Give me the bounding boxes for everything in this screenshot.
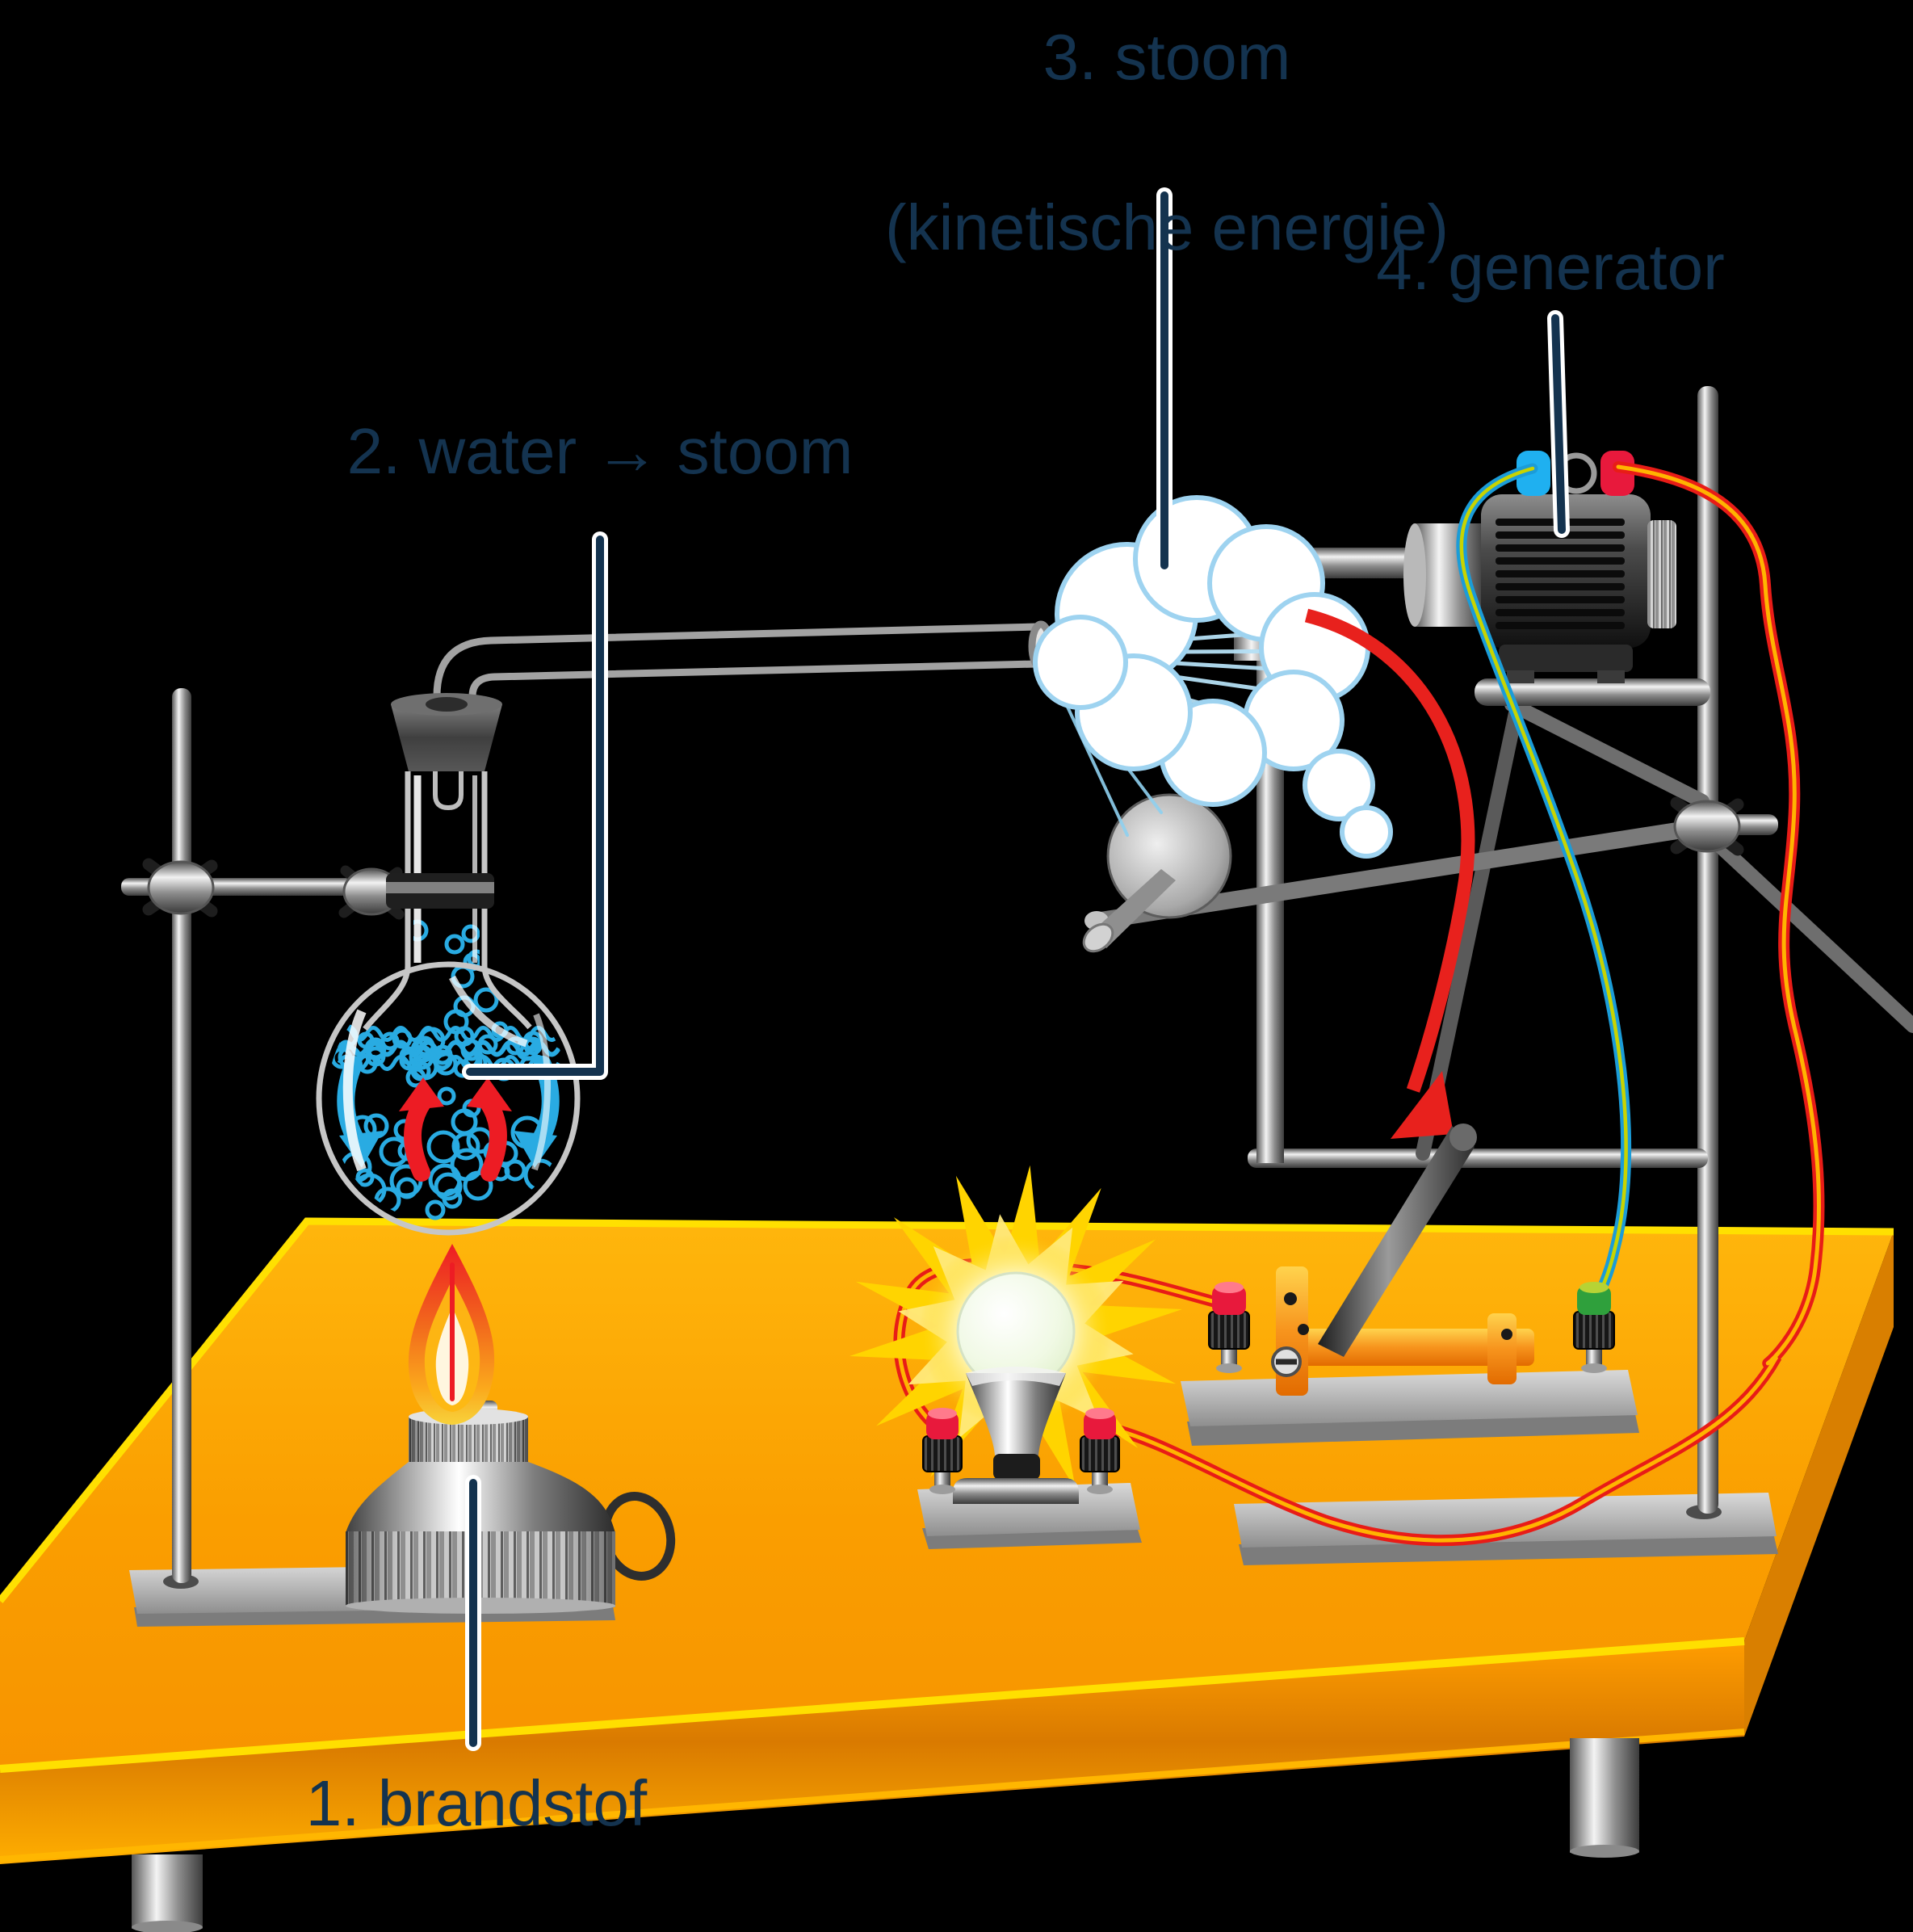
table-leg-left — [132, 1854, 203, 1932]
switch-base-plate — [1181, 1370, 1639, 1446]
inner-glass-tube — [433, 769, 464, 811]
table-right-face — [1744, 1232, 1894, 1737]
label-step4: 4. generator — [1376, 231, 1725, 303]
table-leg-right — [1570, 1738, 1639, 1858]
table-fold-highlight — [0, 1637, 1745, 1773]
turbine-wheel — [897, 584, 1441, 1128]
leader-step2 — [466, 536, 604, 1076]
generator-platform — [1475, 678, 1710, 706]
wire-blue-green — [1456, 463, 1632, 1309]
boss-head-clamp-right — [1670, 796, 1744, 856]
burner-flame — [408, 1244, 495, 1425]
round-bottom-flask — [316, 693, 581, 1236]
switch-post-left — [1208, 1282, 1250, 1373]
flask-glass — [316, 771, 581, 1236]
stand-rod-right — [1697, 386, 1718, 1514]
table-front-bottom-line — [0, 1728, 1745, 1863]
generator-pedestal — [1499, 645, 1633, 672]
lamp-post-right — [1080, 1408, 1120, 1494]
frame-brace-outer — [1705, 831, 1913, 1033]
binding-posts — [922, 1282, 1615, 1494]
frame-bottom-bar — [1248, 1149, 1708, 1168]
table-edge-highlight — [0, 1217, 1894, 1603]
generator — [1403, 451, 1676, 683]
boss-head-clamp — [142, 858, 218, 918]
label-step3-line2: (kinetische energie) — [884, 191, 1449, 264]
label-step1-line1: 1. brandstof — [305, 1767, 648, 1839]
lamp-post-left — [922, 1408, 963, 1494]
turbine-hub — [1106, 793, 1232, 919]
neck-clamp-collar — [386, 873, 494, 909]
wire-red-generator-to-lamp — [1102, 461, 1825, 1547]
label-step3-line1: 3. stoom — [1043, 21, 1291, 93]
bulb-funnel — [953, 1367, 1079, 1504]
label-step2: 2. water → stoom — [346, 415, 854, 487]
switch-handle[interactable] — [1318, 1124, 1477, 1357]
knife-switch — [1271, 1124, 1534, 1396]
flask-cork — [391, 693, 502, 771]
generator-rear-ribs — [1647, 520, 1676, 628]
label-step1: 1. brandstof (chemische energie) — [0, 1761, 1042, 1932]
generator-coupling — [1403, 523, 1484, 627]
generator-terminal-red — [1600, 451, 1634, 496]
bulb-pedestal — [953, 1478, 1079, 1504]
bulb-socket — [993, 1454, 1040, 1480]
steam-delivery-pipe — [433, 620, 1054, 704]
switch-bracket-right — [1487, 1313, 1517, 1384]
leader-lines — [462, 187, 1570, 1751]
label-step3: 3. stoom (kinetische energie) — [602, 15, 1732, 271]
switch-post-green — [1573, 1282, 1615, 1373]
leader-step4 — [1551, 314, 1566, 534]
stand-rod-left — [172, 688, 191, 1583]
turbine-axle-stub — [1093, 869, 1176, 948]
rotation-arrow — [1304, 608, 1475, 1139]
table-front-face — [0, 1641, 1744, 1864]
frame-brace-right — [1504, 697, 1710, 808]
